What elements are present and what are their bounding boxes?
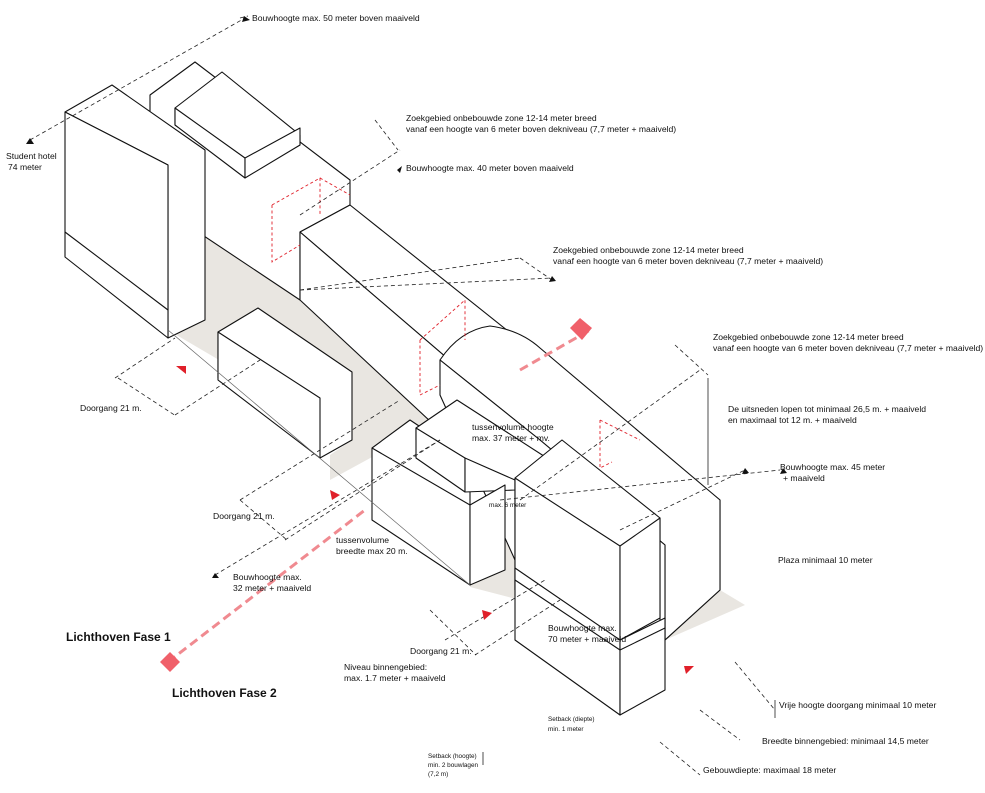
label-vrije-hoogte: Vrije hoogte doorgang minimaal 10 meter — [779, 700, 936, 710]
label-bouwhoogte-70a: Bouwhoogte max. — [548, 623, 617, 633]
label-bouwhoogte-45a: Bouwhoogte max. 45 meter — [780, 462, 885, 472]
search-zone-2 — [419, 298, 466, 396]
label-doorgang-1: Doorgang 21 m. — [80, 403, 142, 413]
label-zoekgebied-2b: vanaf een hoogte van 6 meter boven dekni… — [553, 256, 823, 266]
label-bouwhoogte-50: Bouwhoogte max. 50 meter boven maaiveld — [252, 13, 420, 23]
front-left-block — [217, 307, 353, 459]
label-setback-hoogte-b: min. 2 bouwlagen — [428, 762, 479, 769]
label-doorgang-2: Doorgang 21 m. — [213, 511, 275, 521]
label-tussenvolume-37a: tussenvolume hoogte — [472, 422, 554, 432]
label-max-6-meter: max. 6 meter — [489, 502, 527, 509]
search-zone-1 — [271, 177, 351, 263]
label-breedte-binnengebied: Breedte binnengebied: minimaal 14,5 mete… — [762, 736, 929, 746]
label-bouwhoogte-45b: + maaiveld — [783, 473, 825, 483]
label-plaza: Plaza minimaal 10 meter — [778, 555, 873, 565]
tussenvolume-block — [371, 399, 551, 586]
label-lichthoven-fase-1: Lichthoven Fase 1 — [66, 630, 171, 644]
student-hotel-tower — [64, 84, 206, 339]
annotation-labels: Bouwhoogte max. 50 meter boven maaiveld … — [6, 13, 983, 778]
label-tussenvolume-37b: max. 37 meter + mv. — [472, 433, 550, 443]
label-student-hotel-height: 74 meter — [8, 162, 42, 172]
label-zoekgebied-3a: Zoekgebied onbebouwde zone 12-14 meter b… — [713, 332, 904, 342]
red-triangle-icon — [684, 666, 694, 674]
red-triangle-icon — [176, 366, 186, 374]
red-triangle-icon — [482, 610, 492, 620]
front-right-tower — [514, 439, 666, 716]
label-setback-diepte-b: min. 1 meter — [548, 726, 584, 733]
label-setback-diepte-a: Setback (diepte) — [548, 716, 595, 723]
rear-tower — [174, 71, 301, 179]
pink-diamond-icon — [570, 318, 592, 340]
label-niveau-binnengebied-a: Niveau binnengebied: — [344, 662, 427, 672]
label-setback-hoogte-c: (7,2 m) — [428, 771, 448, 778]
label-tussenvolume-20a: tussenvolume — [336, 535, 389, 545]
label-bouwhoogte-32b: 32 meter + maaiveld — [233, 583, 311, 593]
access-markers — [176, 366, 694, 674]
label-bouwhoogte-40: Bouwhoogte max. 40 meter boven maaiveld — [406, 163, 574, 173]
label-zoekgebied-1b: vanaf een hoogte van 6 meter boven dekni… — [406, 124, 676, 134]
label-doorgang-3: Doorgang 21 m. — [410, 646, 472, 656]
red-triangle-icon — [330, 490, 340, 500]
label-niveau-binnengebied-b: max. 1.7 meter + maaiveld — [344, 673, 446, 683]
label-bouwhoogte-32a: Bouwhoogte max. — [233, 572, 302, 582]
label-setback-hoogte-a: Setback (hoogte) — [428, 753, 477, 760]
label-uitsneden-a: De uitsneden lopen tot minimaal 26,5 m. … — [728, 404, 926, 414]
dimension-lines — [29, 15, 781, 776]
arrow-heads — [26, 16, 787, 578]
label-lichthoven-fase-2: Lichthoven Fase 2 — [172, 686, 277, 700]
lichthoven-axis — [160, 318, 592, 672]
label-zoekgebied-2a: Zoekgebied onbebouwde zone 12-14 meter b… — [553, 245, 744, 255]
search-zone-3 — [599, 419, 641, 469]
label-gebouwdiepte: Gebouwdiepte: maximaal 18 meter — [703, 765, 836, 775]
label-tussenvolume-20b: breedte max 20 m. — [336, 546, 408, 556]
label-bouwhoogte-70b: 70 meter + maaiveld — [548, 634, 626, 644]
label-zoekgebied-1a: Zoekgebied onbebouwde zone 12-14 meter b… — [406, 113, 597, 123]
pink-diamond-icon — [160, 652, 180, 672]
label-student-hotel: Student hotel — [6, 151, 57, 161]
label-uitsneden-b: en maximaal tot 12 m. + maaiveld — [728, 415, 857, 425]
label-zoekgebied-3b: vanaf een hoogte van 6 meter boven dekni… — [713, 343, 983, 353]
